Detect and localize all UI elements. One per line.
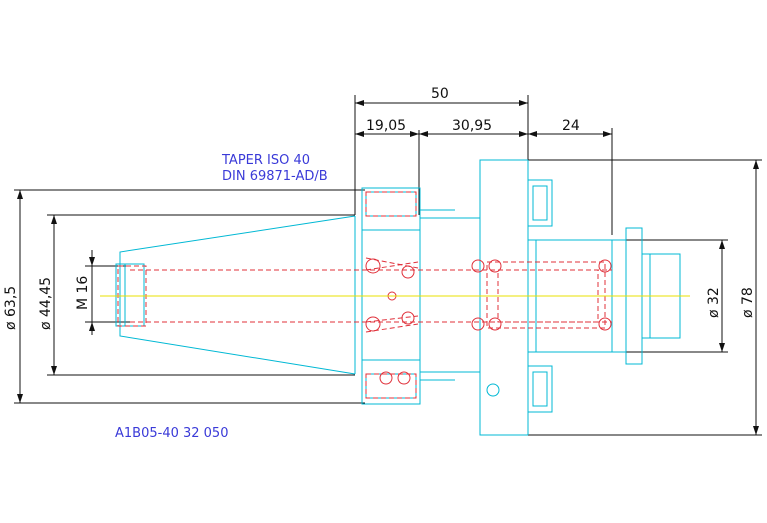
dim-flange-offset: 19,05 xyxy=(366,118,406,134)
hidden-lines xyxy=(117,191,612,399)
taper-note: TAPER ISO 40 xyxy=(221,153,310,168)
part-outline xyxy=(115,159,681,436)
dimension-arrows xyxy=(17,100,759,435)
dim-overall-length: 50 xyxy=(431,86,449,102)
dim-taper-major: ø 63,5 xyxy=(3,286,19,330)
dim-thread: M 16 xyxy=(75,276,91,310)
part-number: A1B05-40 32 050 xyxy=(115,426,228,441)
dim-projection: 24 xyxy=(562,118,580,134)
dimension-lines xyxy=(14,95,762,436)
dim-body-length: 30,95 xyxy=(452,118,492,134)
standard-note: DIN 69871-AD/B xyxy=(222,169,328,184)
dim-taper-gauge: ø 44,45 xyxy=(38,277,54,330)
dim-body: ø 78 xyxy=(740,287,756,318)
dim-bore: ø 32 xyxy=(706,287,722,318)
hidden-circles xyxy=(365,258,612,385)
